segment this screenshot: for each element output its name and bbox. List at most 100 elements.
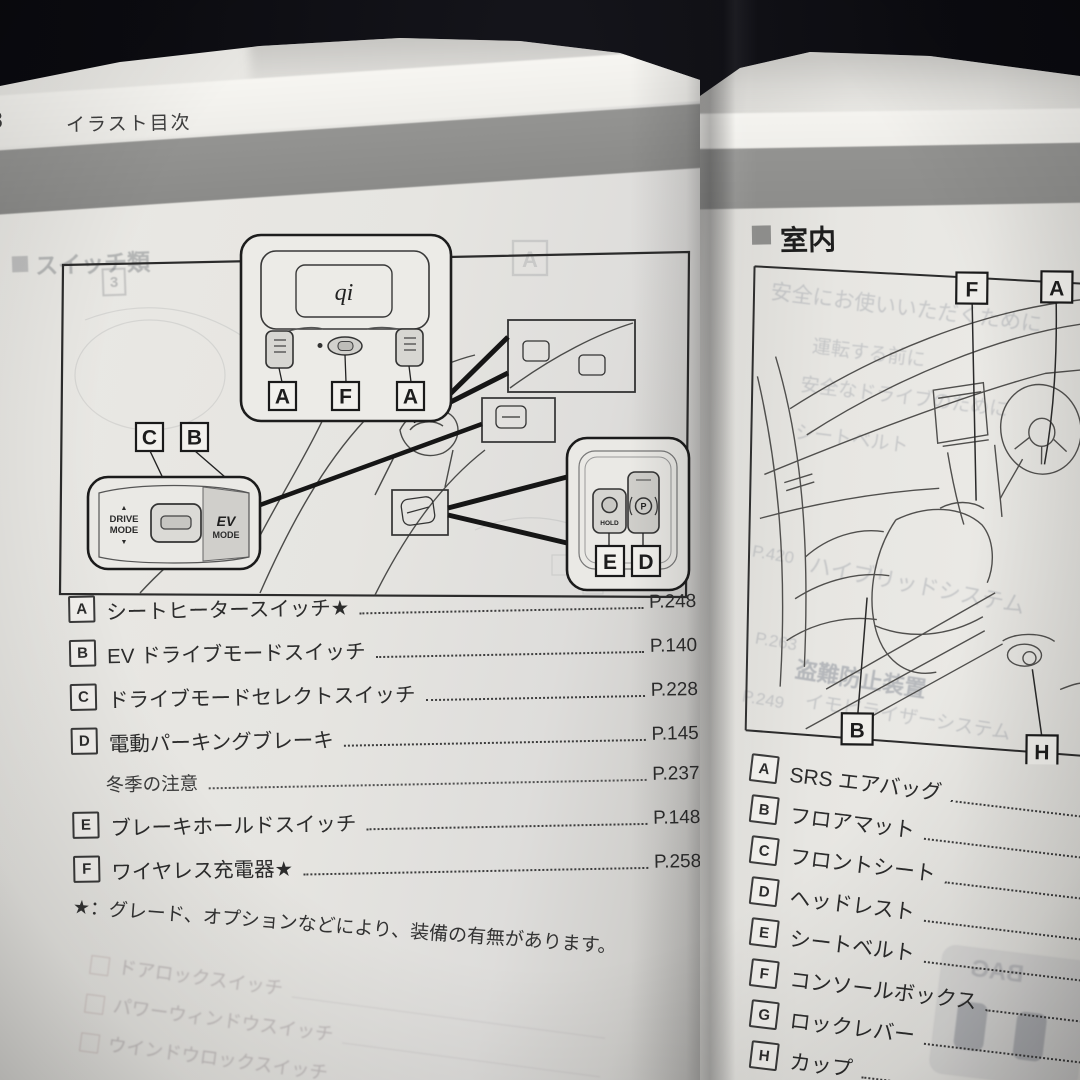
square-bullet-icon xyxy=(751,225,772,245)
running-header: イラスト目次 xyxy=(65,112,192,137)
callout-wireless-charger: qi A F A xyxy=(239,233,453,423)
dotted-leader xyxy=(985,1009,1080,1032)
seat-heater-icon xyxy=(274,339,286,353)
list-item: C ドライブモードセレクトスイッチ P.228 xyxy=(69,672,699,714)
callout-label-h: H xyxy=(1034,741,1049,764)
hold-text: HOLD xyxy=(600,520,619,527)
page-curl-shading xyxy=(700,52,1080,110)
dotted-leader xyxy=(375,650,644,659)
square-bullet-icon xyxy=(11,255,29,273)
item-key-badge: F xyxy=(72,855,101,883)
grade-option-footnote: ★：グレード、オプションなどにより、装備の有無があります。 xyxy=(72,896,618,958)
item-key-badge: A xyxy=(68,595,96,623)
parking-symbol: P xyxy=(640,502,646,512)
item-label: SRS エアバッグ xyxy=(788,763,944,805)
dotted-leader xyxy=(303,866,649,876)
svg-text:MODE: MODE xyxy=(110,525,139,536)
seat-heater-button-left xyxy=(265,330,294,369)
item-label: 冬季の注意 xyxy=(105,772,199,796)
showthrough-list: ドアロックスイッチ パワーウィンドウスイッチ ウインドウロックスイッチ xyxy=(77,952,608,1080)
callout-drive-ev-mode: C B ▲ DRIVE MODE ▼ EV MODE xyxy=(86,421,262,571)
dotted-leader xyxy=(343,738,646,747)
item-label: ヘッドレスト xyxy=(788,886,917,925)
callout-label-b: B xyxy=(849,719,864,742)
callout-label-f: F xyxy=(339,386,352,409)
svg-text:MODE: MODE xyxy=(213,530,240,540)
dotted-leader xyxy=(861,1076,1080,1080)
ghost-key-badge xyxy=(84,993,106,1015)
dotted-leader xyxy=(425,694,645,702)
diagram-frame xyxy=(744,265,1080,757)
item-key-badge: D xyxy=(70,727,99,755)
dotted-leader xyxy=(359,606,644,615)
interior-diagram: F A B H xyxy=(744,265,1080,765)
header-gray-band xyxy=(700,142,1080,210)
item-key-badge: C xyxy=(69,683,98,711)
page-number: 8 xyxy=(0,107,3,134)
callout-connectors xyxy=(259,335,568,546)
item-label: フロアマット xyxy=(788,804,917,843)
callout-label-a1: A xyxy=(275,386,290,409)
item-page-ref: P.228 xyxy=(650,678,699,701)
item-label: EV ドライブモードスイッチ xyxy=(106,640,366,669)
item-label: シートヒータースイッチ★ xyxy=(106,596,350,625)
ghost-callout-a: A xyxy=(511,239,549,277)
item-key-badge: G xyxy=(748,999,780,1031)
qi-symbol: qi xyxy=(335,280,354,306)
item-key-badge: B xyxy=(748,794,780,826)
down-arrow-icon: ▼ xyxy=(121,539,128,546)
callout-label-c: C xyxy=(142,427,157,450)
interior-index-list: A SRS エアバッグ B フロアマット C フロントシート D ヘッドレスト … xyxy=(748,753,1080,1080)
callout-label-a2: A xyxy=(403,386,418,409)
callout-label-a: A xyxy=(1049,277,1064,300)
callout-label-d: D xyxy=(638,551,653,574)
item-label: カップ xyxy=(788,1050,854,1080)
section-heading-interior: 室内 xyxy=(751,218,837,259)
left-page: 8 イラスト目次 スイッチ類 3 A xyxy=(0,38,702,1080)
item-label: ドライブモードセレクトスイッチ xyxy=(107,683,416,713)
switches-index-list: A シートヒータースイッチ★ P.248 B EV ドライブモードスイッチ P.… xyxy=(68,584,702,900)
ghost-key-badge xyxy=(89,954,111,977)
dotted-leader xyxy=(208,778,647,790)
item-key-badge: E xyxy=(72,811,100,839)
item-key-badge: F xyxy=(748,958,780,990)
item-key-badge: E xyxy=(748,917,780,949)
callout-label-b: B xyxy=(187,427,202,450)
list-item: D 電動パーキングブレーキ P.145 xyxy=(70,716,699,758)
item-label: ワイヤレス充電器★ xyxy=(111,857,294,885)
item-key-badge: D xyxy=(748,876,780,908)
item-label: 電動パーキングブレーキ xyxy=(108,728,334,757)
ghost-key-badge xyxy=(78,1032,101,1054)
right-page: 室内 安全にお使いいただくために 運転する前に 安全なドライブのために シートベ… xyxy=(700,52,1080,1080)
svg-text:A: A xyxy=(522,247,538,272)
callout-label-f: F xyxy=(965,279,978,302)
up-arrow-icon: ▲ xyxy=(121,505,128,512)
item-label: フロントシート xyxy=(788,845,937,887)
item-page-ref: P.237 xyxy=(652,762,700,785)
item-page-ref: P.248 xyxy=(648,590,697,613)
list-subitem: 冬季の注意 P.237 xyxy=(71,760,699,798)
item-label: ロックレバー xyxy=(788,1009,917,1048)
item-label: ブレーキホールドスイッチ xyxy=(110,812,357,841)
item-key-badge: C xyxy=(748,835,780,867)
item-key-badge: H xyxy=(748,1040,780,1072)
indicator-dot xyxy=(317,343,323,348)
list-item: B EV ドライブモードスイッチ P.140 xyxy=(68,628,698,670)
head-margin-strip xyxy=(700,108,1080,149)
seat-heater-icon xyxy=(404,337,416,351)
interior-lineart xyxy=(756,299,1080,730)
item-page-ref: P.140 xyxy=(649,634,698,657)
callout-label-e: E xyxy=(603,551,617,574)
diagram-frame xyxy=(58,250,691,599)
seat-heater-button-right xyxy=(395,328,424,367)
list-item: E ブレーキホールドスイッチ P.148 xyxy=(72,800,700,842)
item-page-ref: P.148 xyxy=(652,806,701,829)
drive-mode-text: DRIVE xyxy=(109,514,138,525)
item-page-ref: P.145 xyxy=(651,722,699,745)
dotted-leader xyxy=(366,822,648,831)
item-page-ref: P.258 xyxy=(653,850,702,873)
list-item: F ワイヤレス充電器★ P.258 xyxy=(72,844,702,886)
interior-callouts: F A B H xyxy=(840,270,1074,765)
switches-diagram: A xyxy=(58,233,691,599)
